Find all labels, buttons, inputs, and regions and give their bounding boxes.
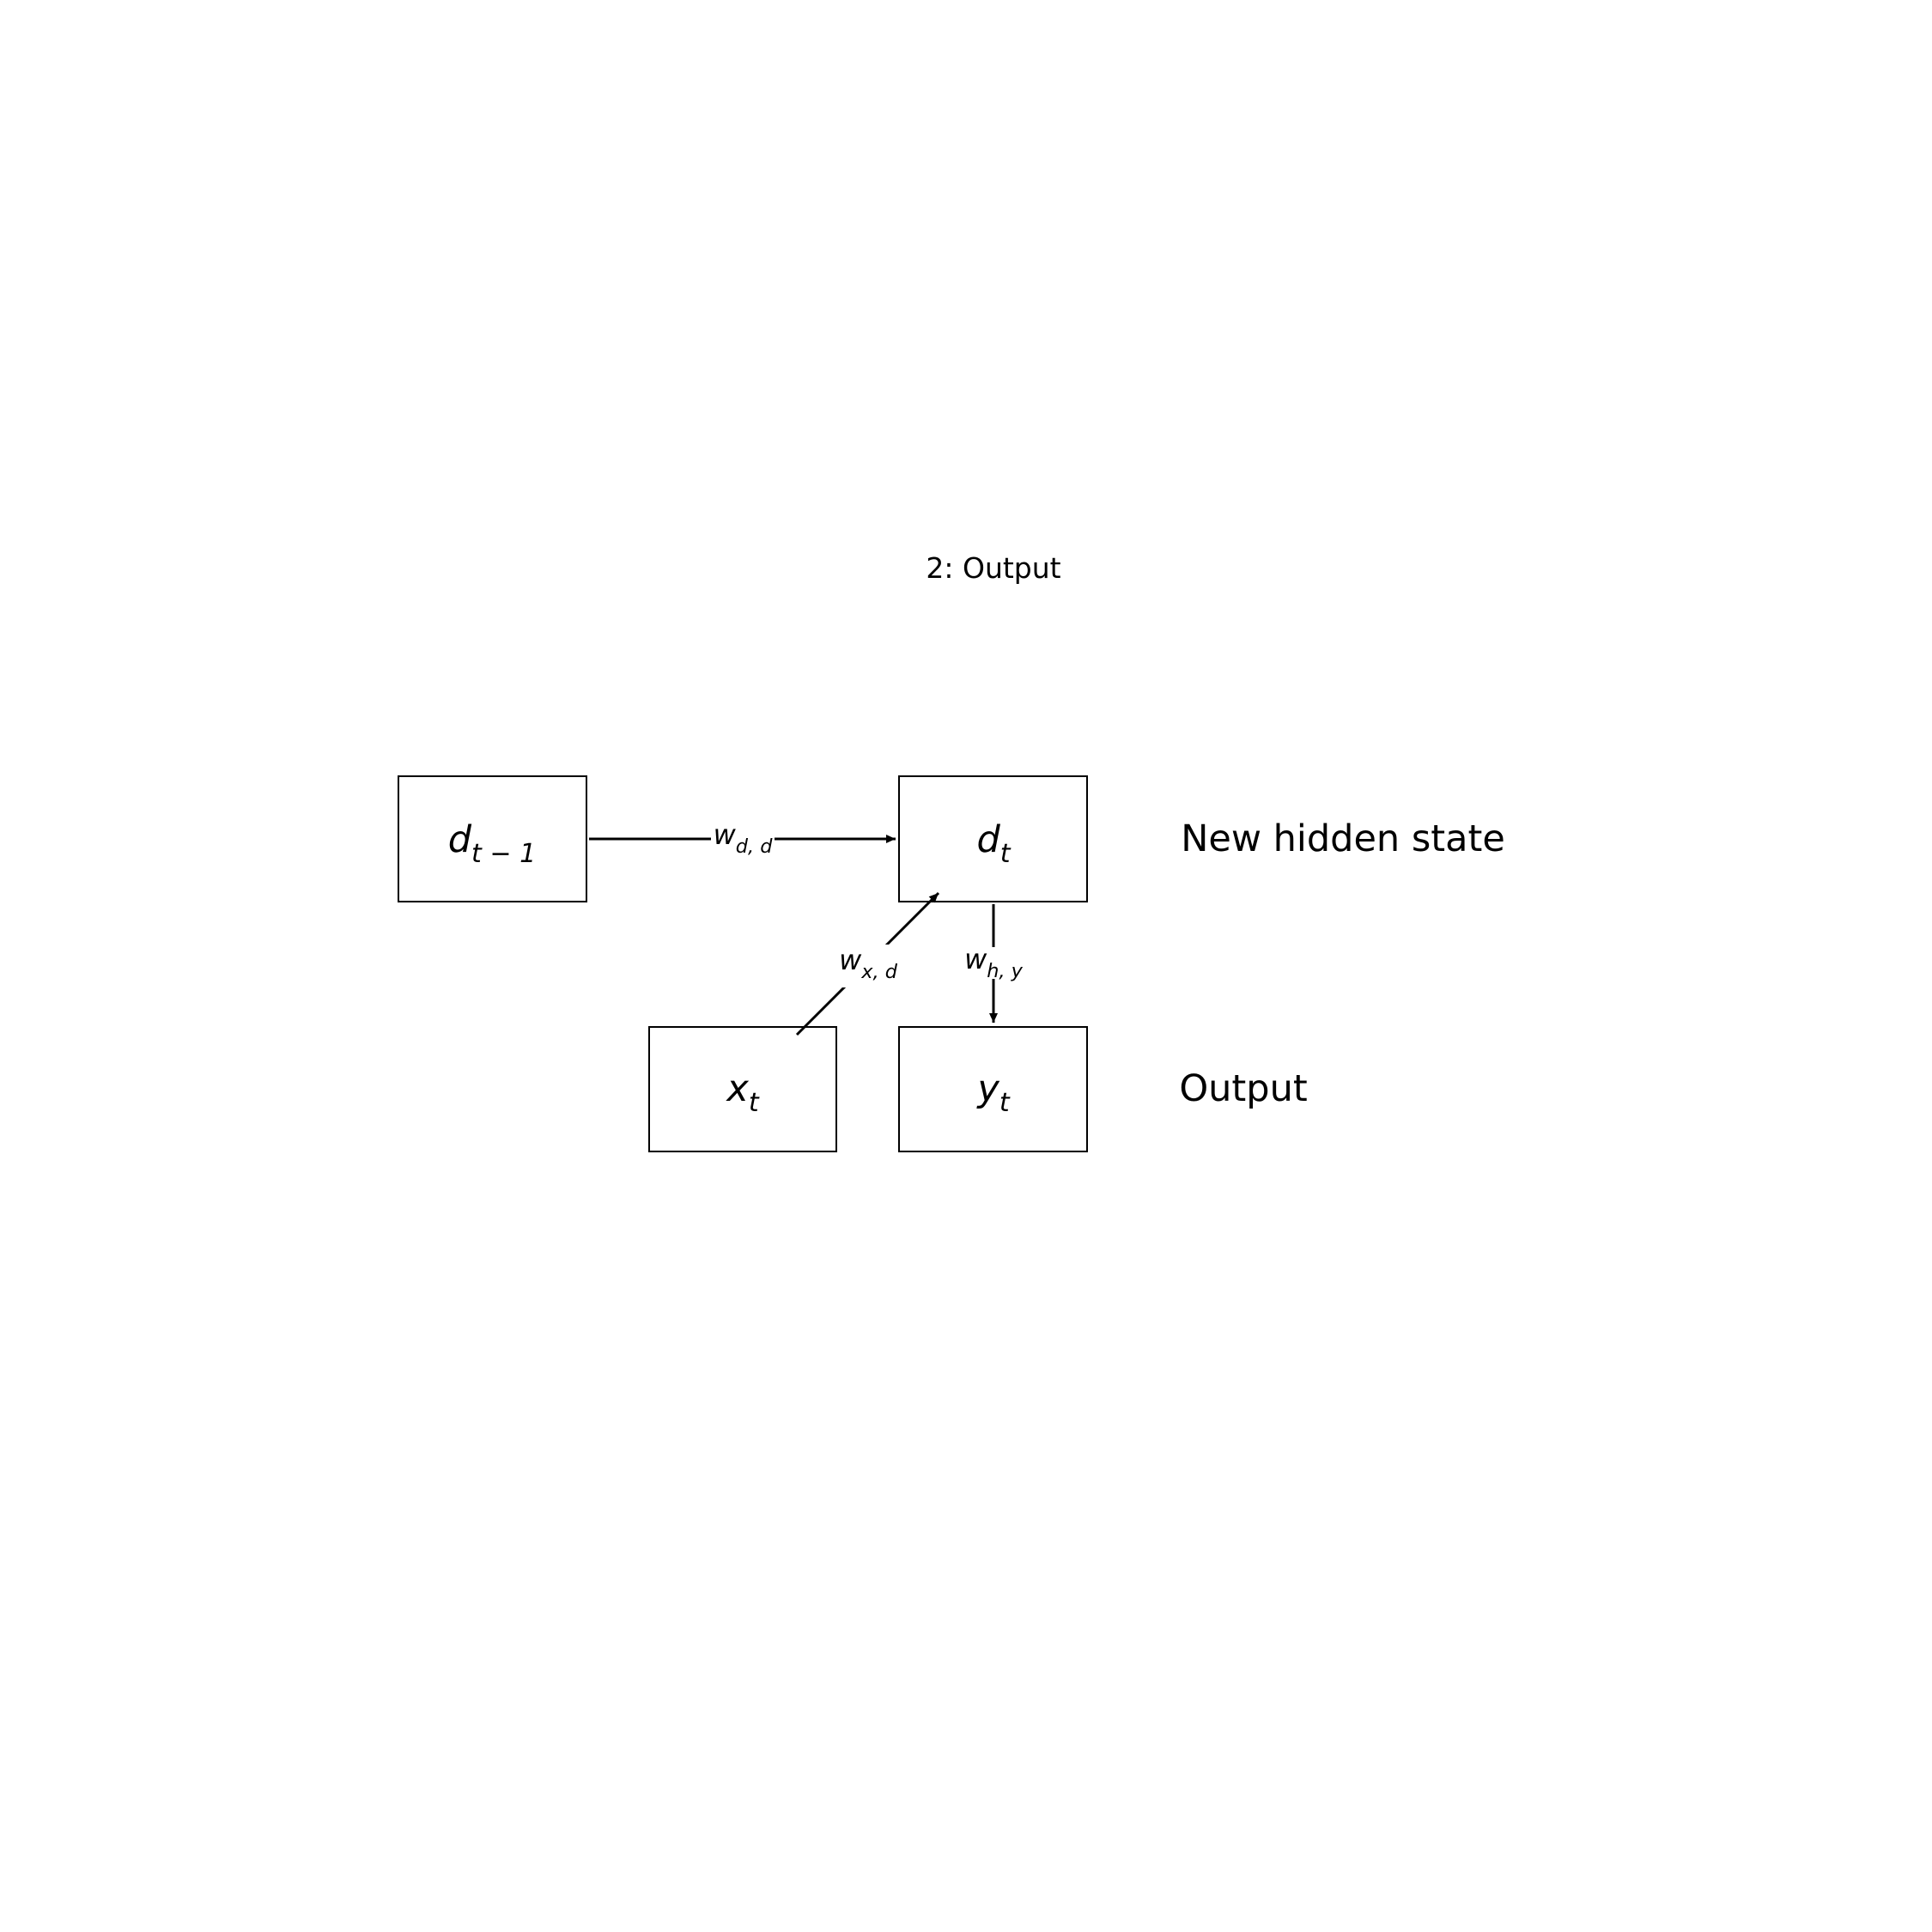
edge-w-xd-label: wx, d [839,944,898,983]
node-d-prev-box [398,775,587,902]
node-d-t-base: d [976,818,1000,861]
edge-w-xd-label-sub: x, d [860,961,897,983]
node-d-t-box [898,775,1088,902]
edge-w-dd-label-base: w [714,818,737,851]
node-x-t-box [648,1026,837,1152]
node-x-t-base: x [725,1067,749,1110]
edge-w-hy-label-bg [960,947,1027,979]
node-d-prev-label: dt − 1 [448,818,537,869]
node-d-t-sub: t [1000,839,1012,869]
edge-w-xd: wx, d [795,891,940,1036]
node-d-t-label: dt [976,818,1011,869]
edge-w-dd-label: wd, d [714,818,774,858]
node-y-t-base: y [975,1067,999,1110]
node-y-t-box [898,1026,1088,1152]
node-y-t: yt [898,1026,1088,1152]
edge-w-dd: wd, d [589,817,896,858]
node-d-prev-base: d [448,818,472,861]
node-x-t: xt [648,1026,837,1152]
edge-w-xd-label-base: w [839,944,862,976]
edge-w-dd-label-bg [711,817,775,857]
diagram-title: 2: Output [926,551,1060,585]
node-x-t-sub: t [749,1088,760,1118]
node-y-t-label: yt [975,1067,1010,1118]
node-y-t-sub: t [999,1088,1011,1118]
edge-w-hy-label-base: w [964,943,987,975]
side-label-hidden-state: New hidden state [1181,817,1505,860]
edge-w-hy: wh, y [960,904,1027,1023]
edge-w-dd-label-sub: d, d [736,835,773,858]
edge-w-hy-label: wh, y [964,943,1024,982]
node-x-t-label: xt [725,1067,759,1118]
node-d-t: dt [898,775,1088,902]
edge-w-xd-label-bg [835,945,902,987]
node-d-prev: dt − 1 [398,775,587,902]
edge-w-hy-label-sub: h, y [987,960,1023,982]
side-label-output: Output [1179,1067,1307,1110]
node-d-prev-sub: t − 1 [471,839,536,869]
